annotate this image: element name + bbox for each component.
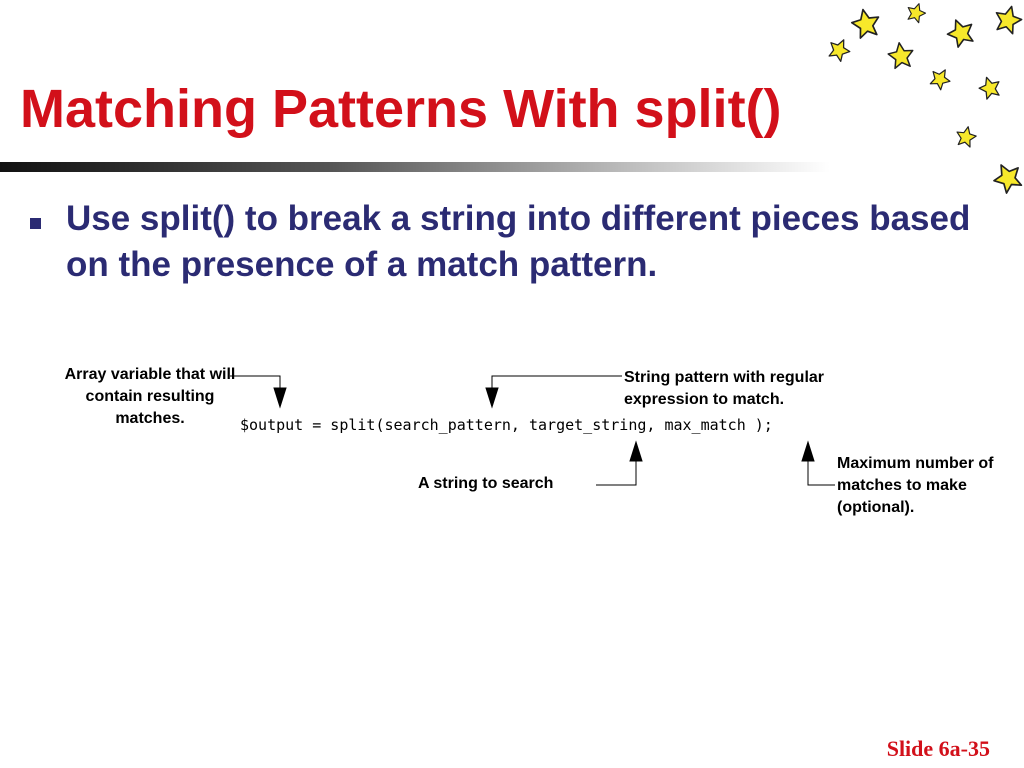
array-variable-label: Array variable that will contain resulti… xyxy=(64,366,236,427)
target-string-label: A string to search xyxy=(418,475,554,492)
target-arrow xyxy=(596,440,643,486)
max-match-arrow xyxy=(801,440,835,486)
star-icon xyxy=(988,157,1024,197)
string-pattern-label: String pattern with regular expression t… xyxy=(624,369,825,408)
slide-number: Slide 6a-35 xyxy=(886,736,990,761)
square-bullet-icon xyxy=(30,218,41,229)
code-line: $output = split(search_pattern, target_s… xyxy=(240,416,773,434)
star-icon xyxy=(953,124,979,149)
star-icon xyxy=(926,64,955,93)
star-icon xyxy=(824,34,854,64)
star-icon xyxy=(976,73,1004,101)
bullet-text: Use split() to break a string into diffe… xyxy=(66,199,971,284)
star-icon xyxy=(886,40,916,70)
slide-title: Matching Patterns With split() xyxy=(20,79,782,139)
title-divider xyxy=(0,162,830,172)
star-icon xyxy=(848,5,883,41)
max-match-label: Maximum number of matches to make (optio… xyxy=(837,455,994,516)
pattern-arrow xyxy=(485,375,622,409)
star-icon xyxy=(991,2,1024,36)
star-icon xyxy=(942,14,979,50)
star-icon xyxy=(904,0,929,25)
